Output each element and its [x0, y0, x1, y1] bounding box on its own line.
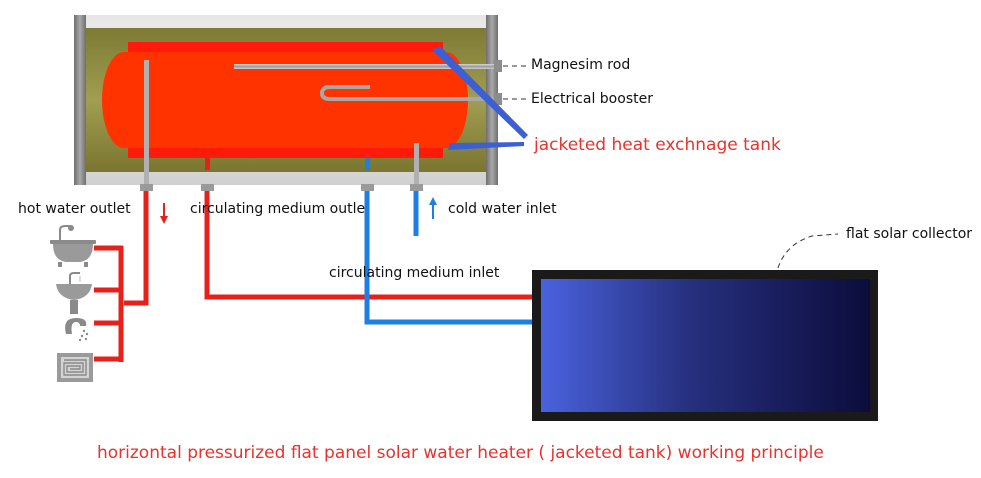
booster-fitting [494, 93, 502, 105]
jacket-inlet-stub [365, 158, 370, 170]
pipes [94, 191, 536, 362]
label-hot-water-outlet: hot water outlet [18, 201, 131, 217]
electrical-booster-element [319, 85, 496, 101]
connector-hot-outlet [140, 184, 153, 191]
label-jacketed-tank: jacketed heat exchnage tank [534, 135, 781, 155]
water-tank [74, 15, 502, 191]
hot-flow-arrow [160, 203, 168, 224]
label-magnesium-rod: Magnesim rod [531, 57, 631, 73]
connector-medium-outlet [201, 184, 214, 191]
label-flat-solar-collector: flat solar collector [846, 226, 973, 242]
cold-inlet-inner-pipe [414, 143, 419, 186]
hot-outlet-inner-pipe [144, 60, 149, 186]
jacket-outlet-stub [205, 158, 210, 170]
label-circulating-medium-inlet: circulating medium inlet [329, 265, 500, 281]
cold-flow-arrow [429, 197, 437, 219]
pipe-circulating-medium-outlet [204, 191, 536, 300]
pipe-hot-water-outlet [124, 191, 149, 306]
jacket-pointers [432, 46, 528, 150]
bathtub-icon [50, 225, 96, 267]
leader-flat-solar-collector [777, 233, 839, 269]
label-cold-water-inlet: cold water inlet [448, 201, 557, 217]
tank-inner-body [102, 52, 468, 148]
flat-solar-collector [532, 270, 878, 421]
floor-heating-icon [57, 353, 93, 382]
magnesium-rod [234, 64, 496, 69]
label-circulating-medium-outlet: circulating medium outle [190, 201, 366, 217]
tank-end-cap-left [74, 15, 86, 185]
leader-lines [503, 65, 839, 269]
flow-arrows [160, 197, 437, 224]
connector-cold-inlet [410, 184, 423, 191]
rod-fitting [494, 60, 502, 72]
pointer-lower [448, 142, 524, 150]
pipe-circulating-medium-inlet [364, 191, 536, 325]
label-electrical-booster: Electrical booster [531, 91, 653, 107]
connector-medium-inlet [361, 184, 374, 191]
pointer-upper [432, 46, 528, 139]
washbasin-icon [56, 272, 92, 314]
diagram-caption: horizontal pressurized flat panel solar … [97, 443, 824, 463]
collector-absorber [541, 279, 870, 412]
shower-icon [65, 318, 89, 342]
